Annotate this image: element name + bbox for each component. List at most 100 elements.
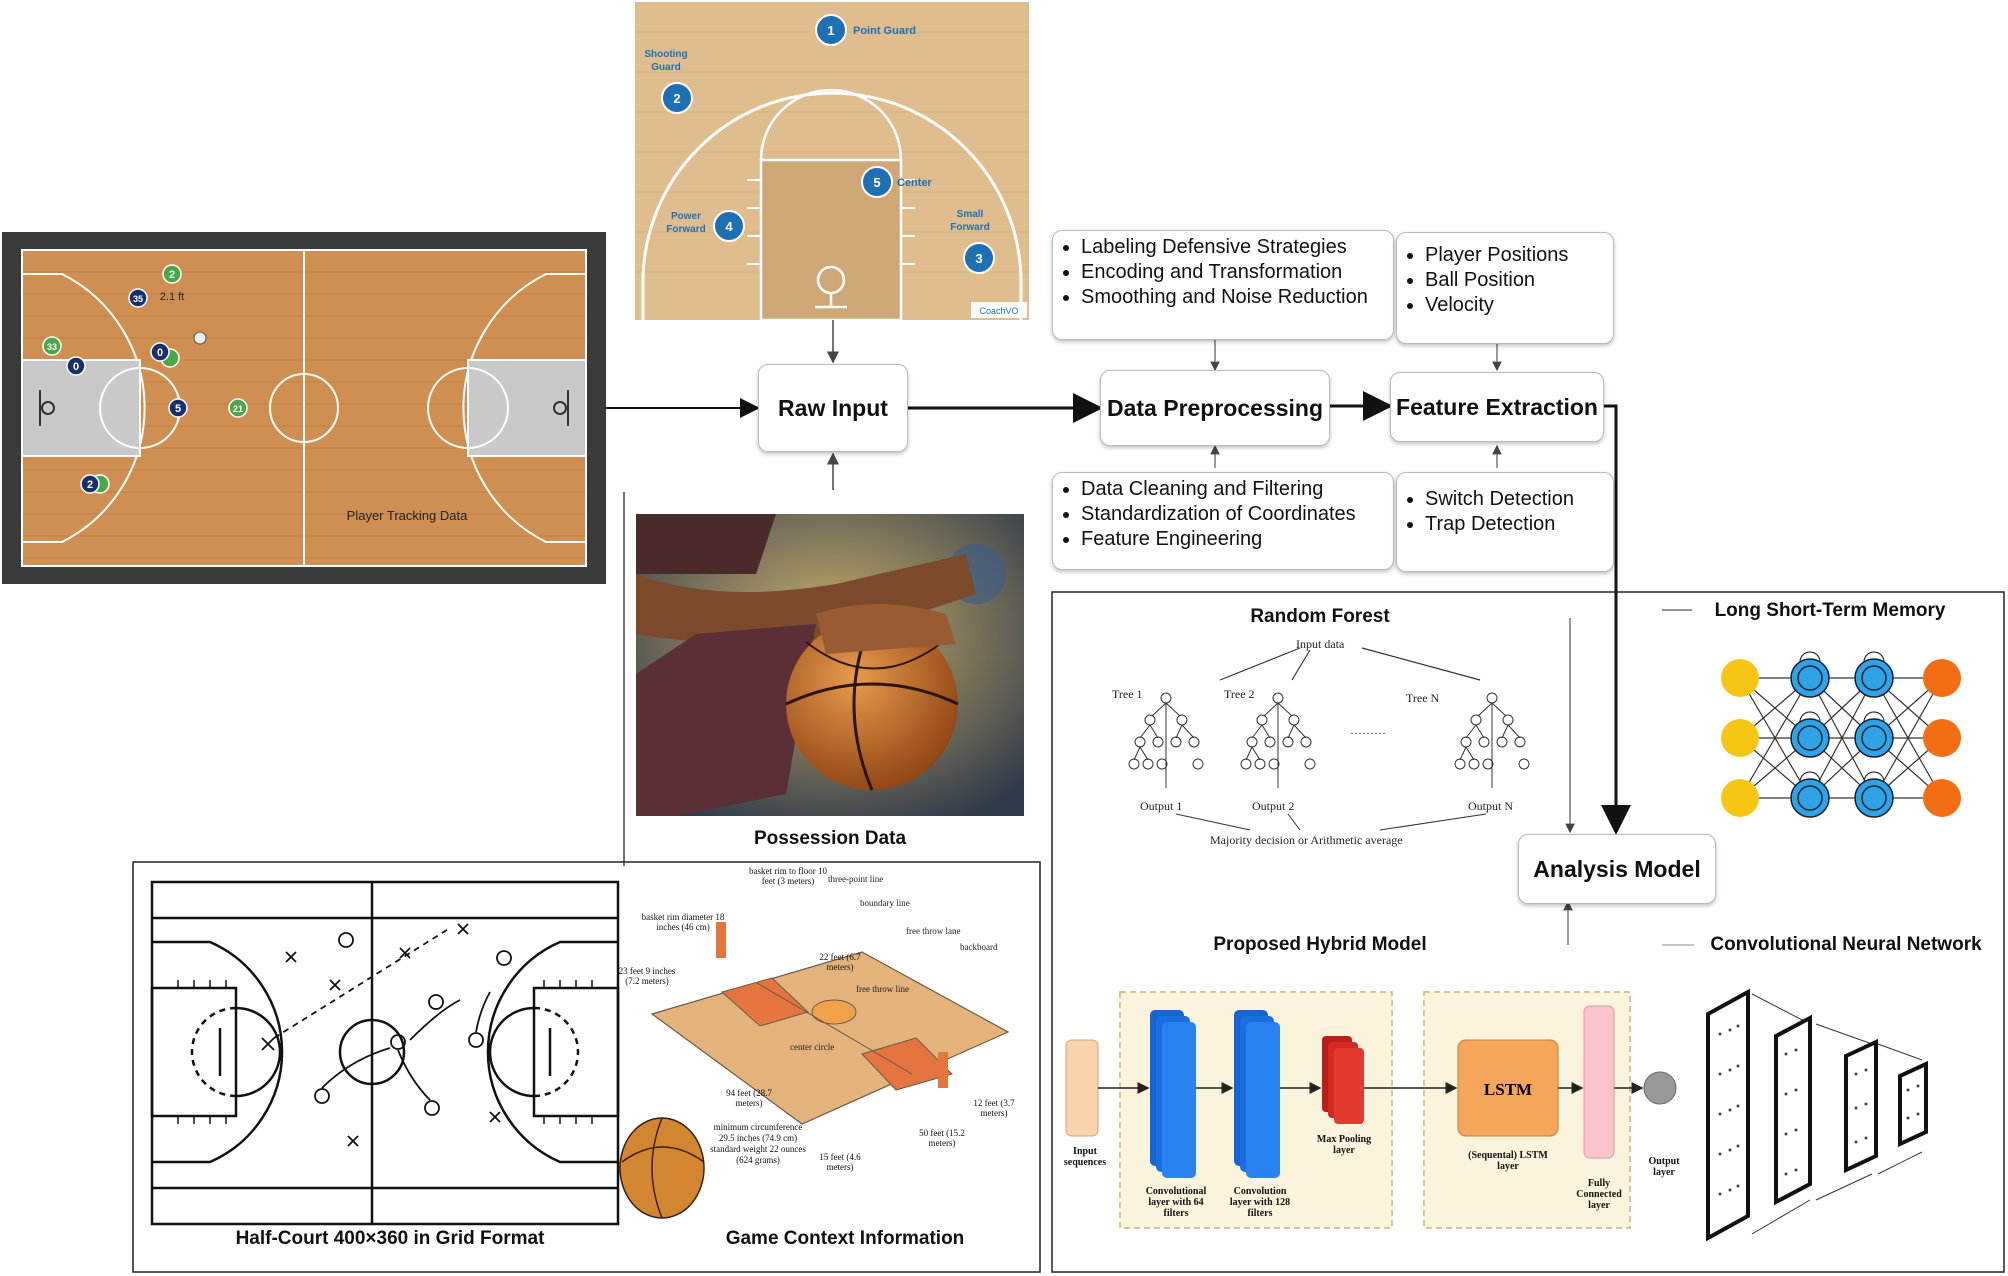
tracking-player-label: 5 xyxy=(175,403,181,415)
rf-output-label: Output 2 xyxy=(1252,799,1294,813)
arrow-feature-to-analysis xyxy=(1601,404,1631,835)
preprocessing-item: Smoothing and Noise Reduction xyxy=(1081,285,1383,310)
hybrid-output-node xyxy=(1643,1071,1677,1105)
tracking-player-label: 0 xyxy=(157,347,163,359)
hybrid-output-label: Output layer xyxy=(1648,1156,1680,1178)
position-marker-5 xyxy=(861,166,893,198)
random-forest-title: Random Forest xyxy=(1250,606,1390,627)
hybrid-conv64-label: Convolutional layer with 64 filters xyxy=(1145,1186,1207,1219)
hybrid-lstm-text: LSTM xyxy=(1484,1080,1532,1099)
game-context-caption: Game Context Information xyxy=(725,1228,965,1249)
possession-caption: Possession Data xyxy=(753,828,907,849)
label-center-circle: center circle xyxy=(790,1042,834,1052)
feature-item: Switch Detection xyxy=(1425,487,1603,512)
position-label-power-forward: Power Forward xyxy=(666,211,706,235)
preprocessing-item: Data Cleaning and Filtering xyxy=(1081,477,1383,502)
tracking-player-label: 21 xyxy=(233,404,243,414)
feature-extraction-node[interactable]: Feature Extraction xyxy=(1390,372,1604,442)
label-length: 94 feet (28.7 meters) xyxy=(726,1088,772,1108)
preprocessing-item: Standardization of Coordinates xyxy=(1081,502,1383,527)
position-number: 3 xyxy=(975,251,982,266)
hybrid-fc-label: Fully Connected layer xyxy=(1576,1178,1622,1211)
tracking-player-green-33 xyxy=(42,336,62,356)
label-rim-height: basket rim to floor 10 feet (3 meters) xyxy=(749,866,827,886)
tracking-player-label: 2 xyxy=(87,479,93,491)
coach-logo: CoachVO xyxy=(979,306,1018,316)
label-arc: 22 feet (6.7 meters) xyxy=(819,952,861,972)
position-marker-1 xyxy=(815,14,847,46)
hybrid-lstm-label: (Sequental) LSTM layer xyxy=(1468,1150,1548,1172)
position-label-shooting-guard: Shooting Guard xyxy=(644,49,688,73)
position-number: 2 xyxy=(673,91,680,106)
analysis-model-label: Analysis Model xyxy=(1533,855,1701,882)
data-preprocessing-node[interactable]: Data Preprocessing xyxy=(1100,370,1330,446)
tracking-player-label: 0 xyxy=(73,361,79,373)
rf-input-label: Input data xyxy=(1296,637,1345,651)
tracking-player-label: 2 xyxy=(169,269,175,281)
position-label-point-guard: Point Guard xyxy=(853,25,916,37)
label-backboard: backboard xyxy=(960,942,998,952)
rf-output-label: Output N xyxy=(1468,799,1513,813)
feature-item: Trap Detection xyxy=(1425,512,1603,537)
hybrid-conv128-label: Convolution layer with 128 filters xyxy=(1229,1186,1291,1219)
position-number: 4 xyxy=(725,219,733,234)
tracking-ball xyxy=(193,331,207,345)
hybrid-model-title: Proposed Hybrid Model xyxy=(1213,934,1427,955)
player-tracking-court: 2 35 2.1 ft 33 0 0 5 21 2 Player Trackin… xyxy=(2,232,606,584)
model-region-frame xyxy=(1051,591,2005,1273)
hybrid-maxpool-block xyxy=(1322,1036,1364,1124)
position-marker-2 xyxy=(661,82,693,114)
rf-tree-label: Tree N xyxy=(1406,691,1440,705)
rf-aggregate-label: Majority decision or Arithmetic average xyxy=(1210,833,1403,847)
tracking-player-label: 33 xyxy=(47,342,57,352)
features-top-box: Player Positions Ball Position Velocity xyxy=(1396,232,1614,344)
label-ball-specs: minimum circumference 29.5 inches (74.9 … xyxy=(710,1122,806,1165)
lstm-network-diagram xyxy=(1721,651,1961,818)
position-marker-3 xyxy=(963,242,995,274)
position-number: 1 xyxy=(827,23,834,38)
label-corner: 23 feet 9 inches (7.2 meters) xyxy=(618,966,676,986)
tracking-caption: Player Tracking Data xyxy=(346,508,468,523)
raw-input-node[interactable]: Raw Input xyxy=(758,364,908,452)
position-label-small-forward: Small Forward xyxy=(950,209,990,233)
analysis-model-node[interactable]: Analysis Model xyxy=(1518,834,1716,904)
hybrid-fc-block xyxy=(1583,1005,1615,1159)
cnn-layer-1 xyxy=(1706,988,1750,1242)
cnn-layer-3 xyxy=(1844,1038,1878,1174)
tracking-player-green-2 xyxy=(162,264,182,284)
label-ft-line: free throw line xyxy=(856,984,909,994)
features-bottom-box: Switch Detection Trap Detection xyxy=(1396,472,1614,572)
half-court-caption: Half-Court 400×360 in Grid Format xyxy=(235,1228,545,1249)
hybrid-conv128-block xyxy=(1234,1010,1280,1178)
rf-tree-label: Tree 2 xyxy=(1224,687,1255,701)
rf-dots: ……… xyxy=(1350,723,1386,737)
tracking-distance-label: 2.1 ft xyxy=(160,291,184,303)
preprocessing-item: Labeling Defensive Strategies xyxy=(1081,235,1383,260)
possession-ball xyxy=(786,618,958,790)
preprocessing-top-box: Labeling Defensive Strategies Encoding a… xyxy=(1052,230,1394,340)
tracking-player-navy-0b xyxy=(150,342,170,362)
data-preprocessing-label: Data Preprocessing xyxy=(1106,394,1324,421)
label-width: 50 feet (15.2 meters) xyxy=(919,1128,965,1148)
game-context-diagram: basket rim to floor 10 feet (3 meters) t… xyxy=(618,866,1015,1219)
possession-photo xyxy=(636,514,1024,816)
label-boundary: boundary line xyxy=(860,898,910,908)
position-label-center: Center xyxy=(897,177,933,189)
rf-tree-label: Tree 1 xyxy=(1112,687,1143,701)
feature-item: Player Positions xyxy=(1425,243,1603,268)
rf-output-label: Output 1 xyxy=(1140,799,1182,813)
court-positions-diagram: 1 Point Guard 2 Shooting Guard 3 Small F… xyxy=(635,2,1029,320)
preprocessing-item: Encoding and Transformation xyxy=(1081,260,1383,285)
random-forest-diagram: Input data Tree 1 Tree 2 ……… Tree N Outp… xyxy=(1112,637,1530,847)
label-ft-lane: free throw lane xyxy=(906,926,960,936)
hybrid-input-label: Input sequences xyxy=(1063,1146,1107,1168)
lstm-title: Long Short-Term Memory xyxy=(1714,600,1946,621)
feature-extraction-label: Feature Extraction xyxy=(1396,393,1598,420)
half-court-play-diagram xyxy=(150,880,620,1226)
tracking-player-green-21 xyxy=(228,398,248,418)
hybrid-input-block xyxy=(1065,1039,1099,1137)
game-context-ball xyxy=(619,1117,705,1219)
preprocessing-item: Feature Engineering xyxy=(1081,527,1383,552)
label-three-point: three-point line xyxy=(828,874,883,884)
